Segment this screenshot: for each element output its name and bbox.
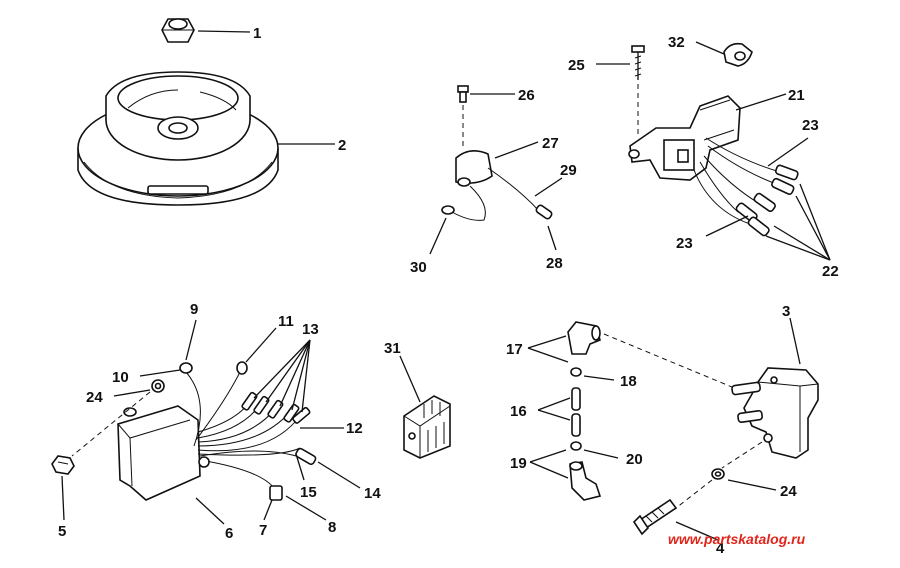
part-21-module [628,95,799,237]
callout-31: 31 [384,340,401,357]
leader-1 [197,30,251,33]
leader-24-left [113,389,151,397]
leaders-17 [527,335,569,363]
part-27-coil [441,150,553,221]
part-2-flywheel [77,71,279,206]
callout-21: 21 [788,87,805,104]
callout-15: 15 [300,484,317,501]
callout-19: 19 [510,455,527,472]
leader-3 [789,317,801,365]
leader-18 [583,375,615,381]
watermark-text: www.partskatalog.ru [668,531,806,547]
leader-32 [695,41,725,55]
leader-9 [185,319,197,361]
callout-24-right: 24 [780,483,797,500]
part-3-ignition-coil [731,367,819,459]
callout-18: 18 [620,373,637,390]
leaders-13 [253,339,311,413]
part-16-rods [571,387,581,437]
dash-24-4 [675,479,713,509]
callout-23-lower: 23 [676,235,693,252]
part-4-bolt [632,498,678,536]
leader-24-right [727,479,777,491]
callout-3: 3 [782,303,790,320]
callout-30: 30 [410,259,427,276]
callout-5: 5 [58,523,66,540]
dash-3-24 [721,441,763,469]
callout-16: 16 [510,403,527,420]
callout-1: 1 [253,25,261,42]
callout-10: 10 [112,369,129,386]
leader-7 [263,499,273,521]
leader-20 [583,449,619,459]
part-20-spring [570,441,582,451]
callout-8: 8 [328,519,336,536]
leader-5 [61,475,65,521]
leaders-19 [529,449,569,479]
leader-14 [317,461,361,489]
leaders-16 [537,397,571,421]
callout-12: 12 [346,420,363,437]
callout-2: 2 [338,137,346,154]
leader-29 [534,177,563,197]
callout-23-upper: 23 [802,117,819,134]
callout-4: 4 [716,540,725,557]
leader-30 [429,217,447,255]
callout-29: 29 [560,162,577,179]
callout-25: 25 [568,57,585,74]
part-17-boot [567,321,601,355]
callout-20: 20 [626,451,643,468]
part-5-screw [51,455,75,475]
callout-11: 11 [278,313,294,330]
leader-10 [139,369,181,377]
part-6-power-pack [117,361,317,501]
callout-labels: 1 2 3 4 5 6 7 8 9 10 11 12 13 14 15 16 1… [58,25,839,557]
callout-13: 13 [302,321,319,338]
callout-27: 27 [542,135,559,152]
leaders-22 [765,183,831,261]
part-24-washer-left [151,379,165,393]
callout-26: 26 [518,87,535,104]
callout-14: 14 [364,485,381,502]
leader-11 [245,327,277,363]
callout-17: 17 [506,341,523,358]
part-32-clamp [723,42,753,67]
leader-4 [675,521,719,541]
callout-22: 22 [822,263,839,280]
leader-31 [399,355,421,403]
callout-6: 6 [225,525,233,542]
callout-7: 7 [259,522,267,539]
callout-28: 28 [546,255,563,272]
part-18-spring [570,367,582,377]
dash-5-24 [71,391,151,457]
callout-24-left: 24 [86,389,103,406]
callout-32: 32 [668,34,685,51]
leader-28 [547,225,557,251]
part-31-rectifier [403,395,451,459]
part-1-nut [161,18,195,43]
part-19-boot [569,461,602,501]
leader-6 [195,497,225,525]
leader-8 [285,495,327,521]
leader-15 [295,453,305,481]
leader-27 [494,141,539,159]
callout-9: 9 [190,301,198,318]
part-24-washer-right [711,468,725,480]
leader-23b [705,215,749,237]
dash-17-3 [603,333,745,393]
leader-23a [767,137,809,167]
part-26-screw [457,85,469,103]
leader-21 [735,93,787,111]
part-25-screw [631,45,645,80]
